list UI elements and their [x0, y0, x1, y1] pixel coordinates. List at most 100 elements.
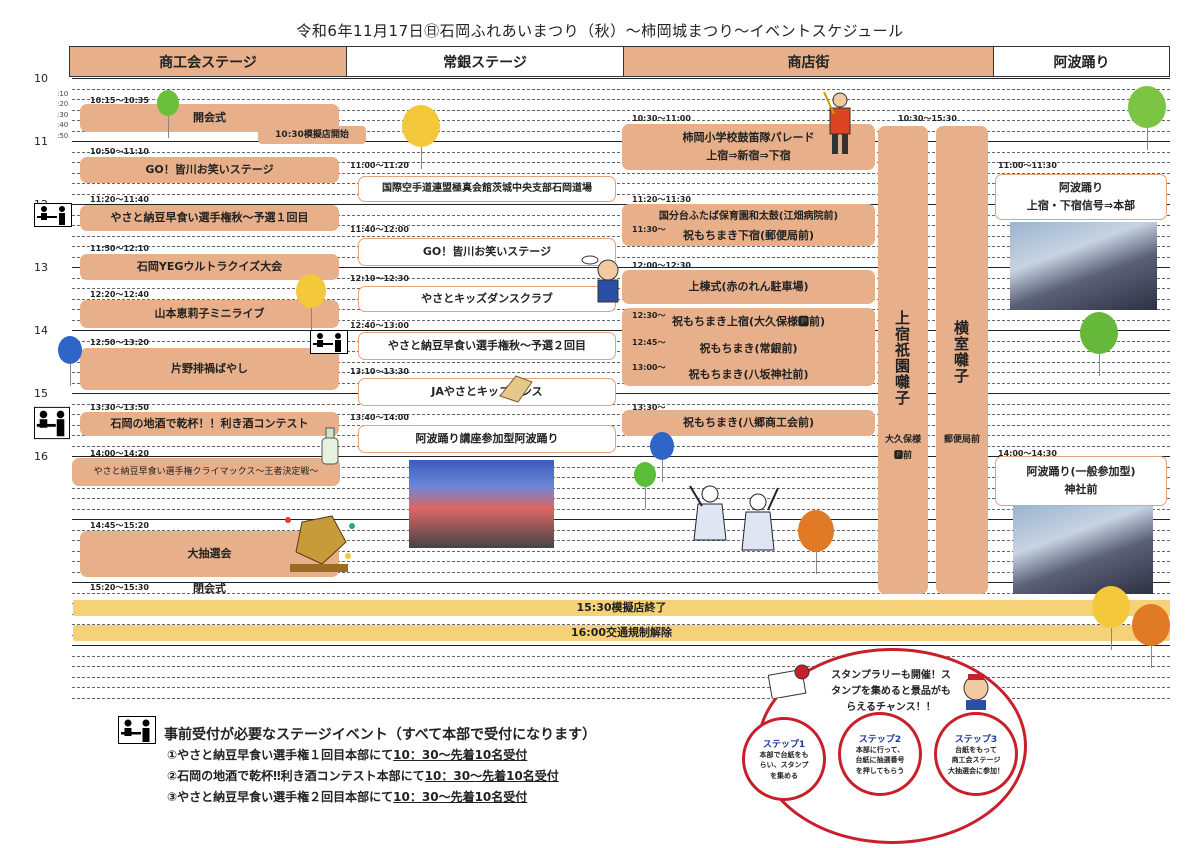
- event-shotengai-block: [622, 204, 875, 246]
- event-joutoshiki: 上棟式(赤のれん駐車場): [622, 270, 875, 304]
- step-text: らい、スタンプ: [759, 761, 809, 770]
- event-time: 11:50～12:10: [90, 244, 149, 253]
- grid-line: [72, 655, 1170, 657]
- grid-line: [72, 372, 1170, 373]
- event-hayashi-katano: 片野排禍ばやし: [80, 348, 339, 390]
- event-kids-dance-club: やさとキッズダンスクラブ: [358, 286, 616, 312]
- grid-line: [72, 435, 1170, 436]
- stamp-headline-line: スタンプラリーも開催！ス: [831, 670, 951, 681]
- balloon-icon: [1132, 604, 1170, 668]
- step-text: 大抽選会に参加！: [948, 766, 1004, 775]
- balloon-icon: [58, 336, 82, 386]
- event-time: 12:00～12:30: [632, 261, 691, 270]
- stamp-step-1: ステップ1 本部で台紙をも らい、スタンプ を集める: [742, 717, 826, 801]
- grid-line: [72, 319, 1170, 321]
- event-time: 13:00～: [632, 363, 666, 372]
- hour-label: 14: [34, 324, 48, 337]
- grid-line: [72, 88, 1170, 90]
- grid-line: [72, 477, 1170, 478]
- balloon-icon: [402, 105, 440, 169]
- grid-line: [72, 529, 1170, 531]
- hour-label: 15: [34, 387, 48, 400]
- grid-line: [72, 403, 1170, 405]
- hour-label: 16: [34, 450, 48, 463]
- grid-line: [72, 120, 1170, 121]
- column-header-awa: 阿波踊り: [993, 46, 1170, 77]
- grid-line: [72, 697, 1170, 699]
- step-text: を押してもらう: [855, 766, 905, 775]
- grid-line: [72, 466, 1170, 468]
- minute-label: :30: [57, 110, 69, 119]
- event-mochimaki-block: [622, 308, 875, 386]
- grid-line: [72, 78, 1170, 79]
- grid-line: [72, 246, 1170, 247]
- step-title: ステップ1: [762, 739, 806, 750]
- event-time: 12:30～: [632, 311, 666, 320]
- grid-line: [72, 456, 1170, 457]
- legend-item-1: ①やさと納豆早食い選手権１回目本部にて10：30～先着10名受付: [167, 746, 527, 763]
- reception-icon: [118, 716, 156, 744]
- stamp-headline-line: タンプを集めると景品がも: [831, 686, 951, 697]
- grid-line: [72, 624, 1170, 625]
- event-time: 12:45～: [632, 338, 666, 347]
- grid-line: [72, 225, 1170, 226]
- stamp-rally-headline: スタンプラリーも開催！ス タンプを集めると景品がも らえるチャンス！！: [806, 668, 976, 716]
- grid-line: [72, 645, 1170, 646]
- grid-line: [72, 235, 1170, 237]
- grid-line: [72, 204, 1170, 205]
- event-time: 14:00～14:30: [998, 449, 1057, 458]
- legend-item-detail: 10：30～先着10名受付: [424, 769, 559, 783]
- yokomuro-place: 郵便局前: [943, 435, 980, 445]
- event-awa-2-place: 神社前: [1064, 483, 1098, 496]
- event-karate: 国際空手道連盟極真会館茨城中央支部石岡道場: [358, 176, 616, 202]
- event-time: 14:00～14:20: [90, 449, 149, 458]
- chef-illustration: [581, 255, 619, 303]
- event-mogiten-start: 10:30模擬店開始: [258, 126, 366, 144]
- balloon-icon: [798, 510, 834, 574]
- legend-item-text: ③やさと納豆早食い選手権２回目本部にて: [167, 790, 394, 804]
- grid-line: [72, 256, 1170, 258]
- event-parade-route: 上宿⇒新宿⇒下宿: [706, 149, 791, 162]
- grid-line: [72, 162, 1170, 163]
- grid-line: [72, 172, 1170, 174]
- event-mochimaki-kamijuku: 祝もちまき上宿(大久保様🅿前): [671, 315, 826, 328]
- grid-line: [72, 561, 1170, 562]
- event-time: 14:45～15:20: [90, 521, 149, 530]
- event-awa-1-route: 上宿・下宿信号⇒本部: [1026, 199, 1136, 212]
- event-time: 13:10～13:30: [350, 367, 409, 376]
- grid-line: [72, 330, 1170, 331]
- balloon-icon: [157, 90, 179, 138]
- grid-line: [72, 424, 1170, 426]
- event-time: 13:30～: [632, 403, 666, 412]
- column-header-shotengai: 商店街: [623, 46, 994, 77]
- grid-line: [72, 582, 1170, 583]
- grid-line: [72, 571, 1170, 573]
- event-mochimaki-jogin: 祝もちまき(常銀前): [699, 342, 798, 355]
- legend-item-text: ①やさと納豆早食い選手権１回目本部にて: [167, 748, 394, 762]
- page-title: 令和6年11月17日㊐石岡ふれあいまつり（秋）～柿岡城まつり～イベントスケジュー…: [296, 22, 904, 40]
- grid-line: [72, 151, 1170, 153]
- event-awa-1: 阿波踊り 上宿・下宿信号⇒本部: [995, 174, 1167, 220]
- lottery-machine-illustration: [285, 515, 355, 572]
- event-time: 10:50～11:10: [90, 147, 149, 156]
- yokomuro-hayashi: 横室囃子: [952, 320, 970, 384]
- minute-label: :50: [57, 131, 69, 140]
- stamp-headline-line: らえるチャンス！！: [846, 702, 936, 713]
- event-mochimaki-shimojuku: 祝もちまき下宿(郵便局前): [682, 229, 815, 242]
- grid-line: [72, 687, 1170, 688]
- event-time: 12:10～12:30: [350, 274, 409, 283]
- minute-label: :40: [57, 121, 69, 129]
- column-header-shokokai: 商工会ステージ: [69, 46, 347, 77]
- event-yeg-quiz: 石岡YEGウルトラクイズ大会: [80, 254, 339, 280]
- minute-label: :10: [57, 89, 69, 98]
- step-text: を集める: [770, 771, 798, 780]
- step-text: 商工会ステージ: [951, 756, 1001, 765]
- grid-line: [72, 498, 1170, 499]
- grid-line: [72, 277, 1170, 279]
- hour-label: 11: [34, 135, 48, 148]
- legend-item-text: ②石岡の地酒で乾杯‼利き酒コンテスト本部にて: [167, 769, 425, 783]
- event-wadaiko: 国分台ふたば保育園和太鼓(江畑病院前): [658, 211, 839, 222]
- balloon-icon: [1092, 586, 1130, 650]
- event-time: 12:40～13:00: [350, 321, 409, 330]
- grid-line: [72, 414, 1170, 415]
